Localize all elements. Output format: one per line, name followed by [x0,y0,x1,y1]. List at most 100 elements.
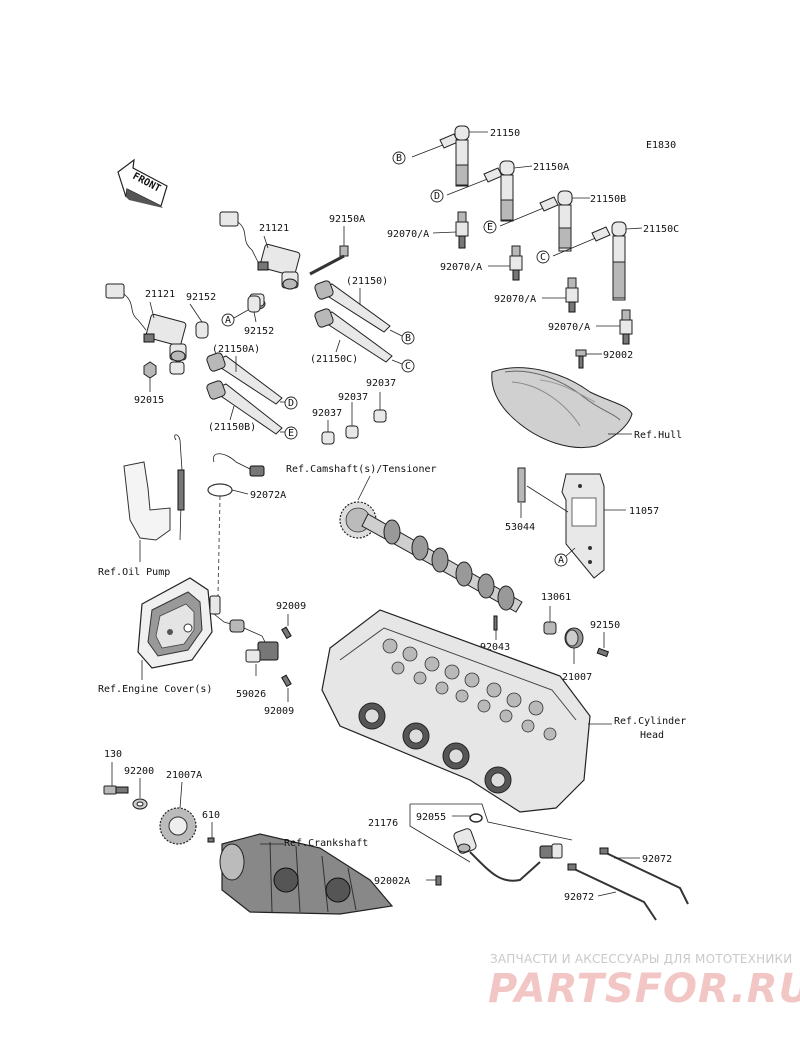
ref-cylinder-head-1: Ref.Cylinder [614,716,686,727]
clamp-92037-c [373,409,387,423]
part-130: 130 [104,749,122,760]
bolt-92002 [575,349,587,369]
watermark-brand: PARTSFOR.RU [488,966,800,1012]
rotor-21007 [564,627,584,649]
cylinder-head [321,609,591,813]
clamp-92037-b [345,425,359,439]
part-92070A-4: 92070/A [548,322,590,333]
callout-D-coil: D [284,396,298,410]
part-21121-lower: 21121 [145,289,175,300]
key-610 [207,837,215,843]
part-13061-collar [543,621,557,635]
hull-part [491,367,633,449]
part-92200: 92200 [124,766,154,777]
lead-21150C-upper [314,308,393,363]
part-92037-b: 92037 [338,392,368,403]
spark-plug-4 [619,309,633,345]
svg-text:B: B [405,333,411,344]
oring-92055 [469,813,483,823]
callout-A-coil: A [221,313,235,327]
svg-text:B: B [396,153,402,164]
washer-92200 [132,798,148,810]
part-21121-upper: 21121 [259,223,289,234]
part-21176: 21176 [368,818,398,829]
part-92070A-2: 92070/A [440,262,482,273]
svg-text:C: C [540,252,546,263]
part-92070A-1: 92070/A [387,229,429,240]
callout-C-coil: C [401,359,415,373]
cable-tie-92072-b [567,863,657,921]
callout-B-coil: B [401,331,415,345]
part-92152-a: 92152 [186,292,216,303]
pin-53044 [517,467,526,503]
clamp-92037-a [321,431,335,445]
part-92015: 92015 [134,395,164,406]
ref-cylinder-head-2: Head [640,730,664,741]
ref-oil-pump: Ref.Oil Pump [98,567,170,578]
watermark-caption: ЗАПЧАСТИ И АКСЕССУАРЫ ДЛЯ МОТОТЕХНИКИ [490,952,793,966]
ref-engine-cover: Ref.Engine Cover(s) [98,684,212,695]
bracket-11057 [561,473,605,579]
spark-plug-1 [455,211,469,249]
part-610: 610 [202,810,220,821]
collar-92152-b [247,295,261,313]
pin-92043 [493,615,498,631]
part-92009-b: 92009 [264,706,294,717]
part-92070A-3: 92070/A [494,294,536,305]
svg-text:D: D [288,398,294,409]
svg-text:C: C [405,361,411,372]
part-21150B: 21150B [590,194,626,205]
part-21150C: 21150C [643,224,679,235]
part-21150A: 21150A [533,162,569,173]
part-21007: 21007 [562,672,592,683]
part-92009-a: 92009 [276,601,306,612]
callout-B-top: B [392,151,406,165]
part-21150B-paren: (21150B) [208,422,256,433]
crankshaft [219,833,394,915]
part-11057: 11057 [629,506,659,517]
part-59026: 59026 [236,689,266,700]
lead-21150-upper [314,280,391,333]
engine-cover [137,577,213,669]
part-21150C-paren: (21150C) [310,354,358,365]
part-92072-a: 92072 [642,854,672,865]
bolt-92009-b [281,674,292,688]
bolt-92009-a [281,626,292,640]
part-92055: 92055 [416,812,446,823]
part-21150: 21150 [490,128,520,139]
svg-text:D: D [434,191,440,202]
svg-text:E: E [487,222,493,233]
part-92150: 92150 [590,620,620,631]
part-92037-a: 92037 [312,408,342,419]
callout-A-bracket: A [554,553,568,567]
camshaft [339,501,523,613]
part-53044: 53044 [505,522,535,533]
lead-21150B-lower [206,380,283,435]
crank-sensor [453,828,563,882]
callout-E-top: E [483,220,497,234]
plug-cap-21150 [411,125,470,187]
spark-plug-3 [565,277,579,313]
part-92152-b: 92152 [244,326,274,337]
part-92002A: 92002A [374,876,410,887]
part-92037-c: 92037 [366,378,396,389]
ignition-coil-lower [105,283,187,375]
nut-92015 [143,361,157,379]
bolt-130 [103,785,129,795]
sprocket-21007A [159,807,197,845]
part-21007A: 21007A [166,770,202,781]
bolt-92150 [596,647,610,658]
bolt-92002A [435,875,442,886]
callout-E-coil: E [284,426,298,440]
svg-text:E: E [288,428,294,439]
ref-camshaft: Ref.Camshaft(s)/Tensioner [286,464,437,475]
lead-21150A-lower [206,352,283,405]
oil-pump-bracket [123,434,185,541]
callout-D-top: D [430,189,444,203]
svg-text:A: A [558,555,564,566]
front-arrow: FRONT [117,158,168,208]
part-21150A-paren: (21150A) [212,344,260,355]
part-92072A: 92072A [250,490,286,501]
